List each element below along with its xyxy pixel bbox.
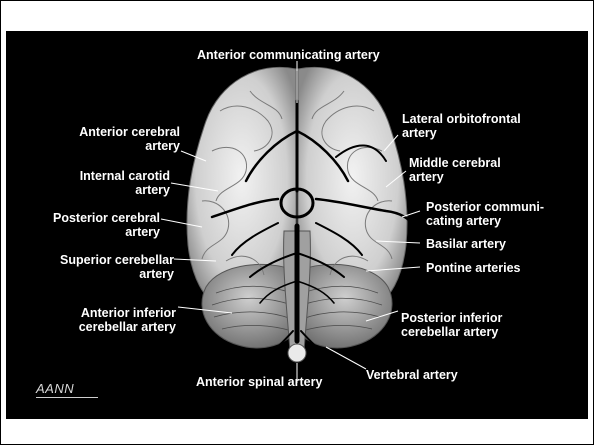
spinal-cord-section <box>288 344 306 362</box>
label-basilar-artery: Basilar artery <box>426 237 506 251</box>
label-pontine-arteries: Pontine arteries <box>426 261 520 275</box>
left-cerebellum <box>202 264 296 347</box>
label-posterior-inferior-cerebellar-artery: Posterior inferior cerebellar artery <box>401 311 502 339</box>
label-anterior-cerebral-artery: Anterior cerebral artery <box>60 125 180 153</box>
label-posterior-communicating-artery: Posterior communi- cating artery <box>426 200 544 228</box>
label-anterior-spinal-artery: Anterior spinal artery <box>196 375 322 389</box>
label-anterior-communicating-artery: Anterior communicating artery <box>197 48 380 62</box>
label-anterior-inferior-cerebellar-artery: Anterior inferior cerebellar artery <box>46 306 176 334</box>
label-middle-cerebral-artery: Middle cerebral artery <box>409 156 501 184</box>
label-superior-cerebellar-artery: Superior cerebellar artery <box>24 253 174 281</box>
right-cerebellum <box>298 264 392 347</box>
label-posterior-cerebral-artery: Posterior cerebral artery <box>30 211 160 239</box>
aann-logo: AANN <box>36 381 74 396</box>
label-internal-carotid-artery: Internal carotid artery <box>50 169 170 197</box>
logo-underline <box>36 397 98 398</box>
brain-diagram-slide: Anterior communicating artery Lateral or… <box>6 31 588 419</box>
label-vertebral-artery: Vertebral artery <box>366 368 458 382</box>
label-lateral-orbitofrontal-artery: Lateral orbitofrontal artery <box>402 112 521 140</box>
